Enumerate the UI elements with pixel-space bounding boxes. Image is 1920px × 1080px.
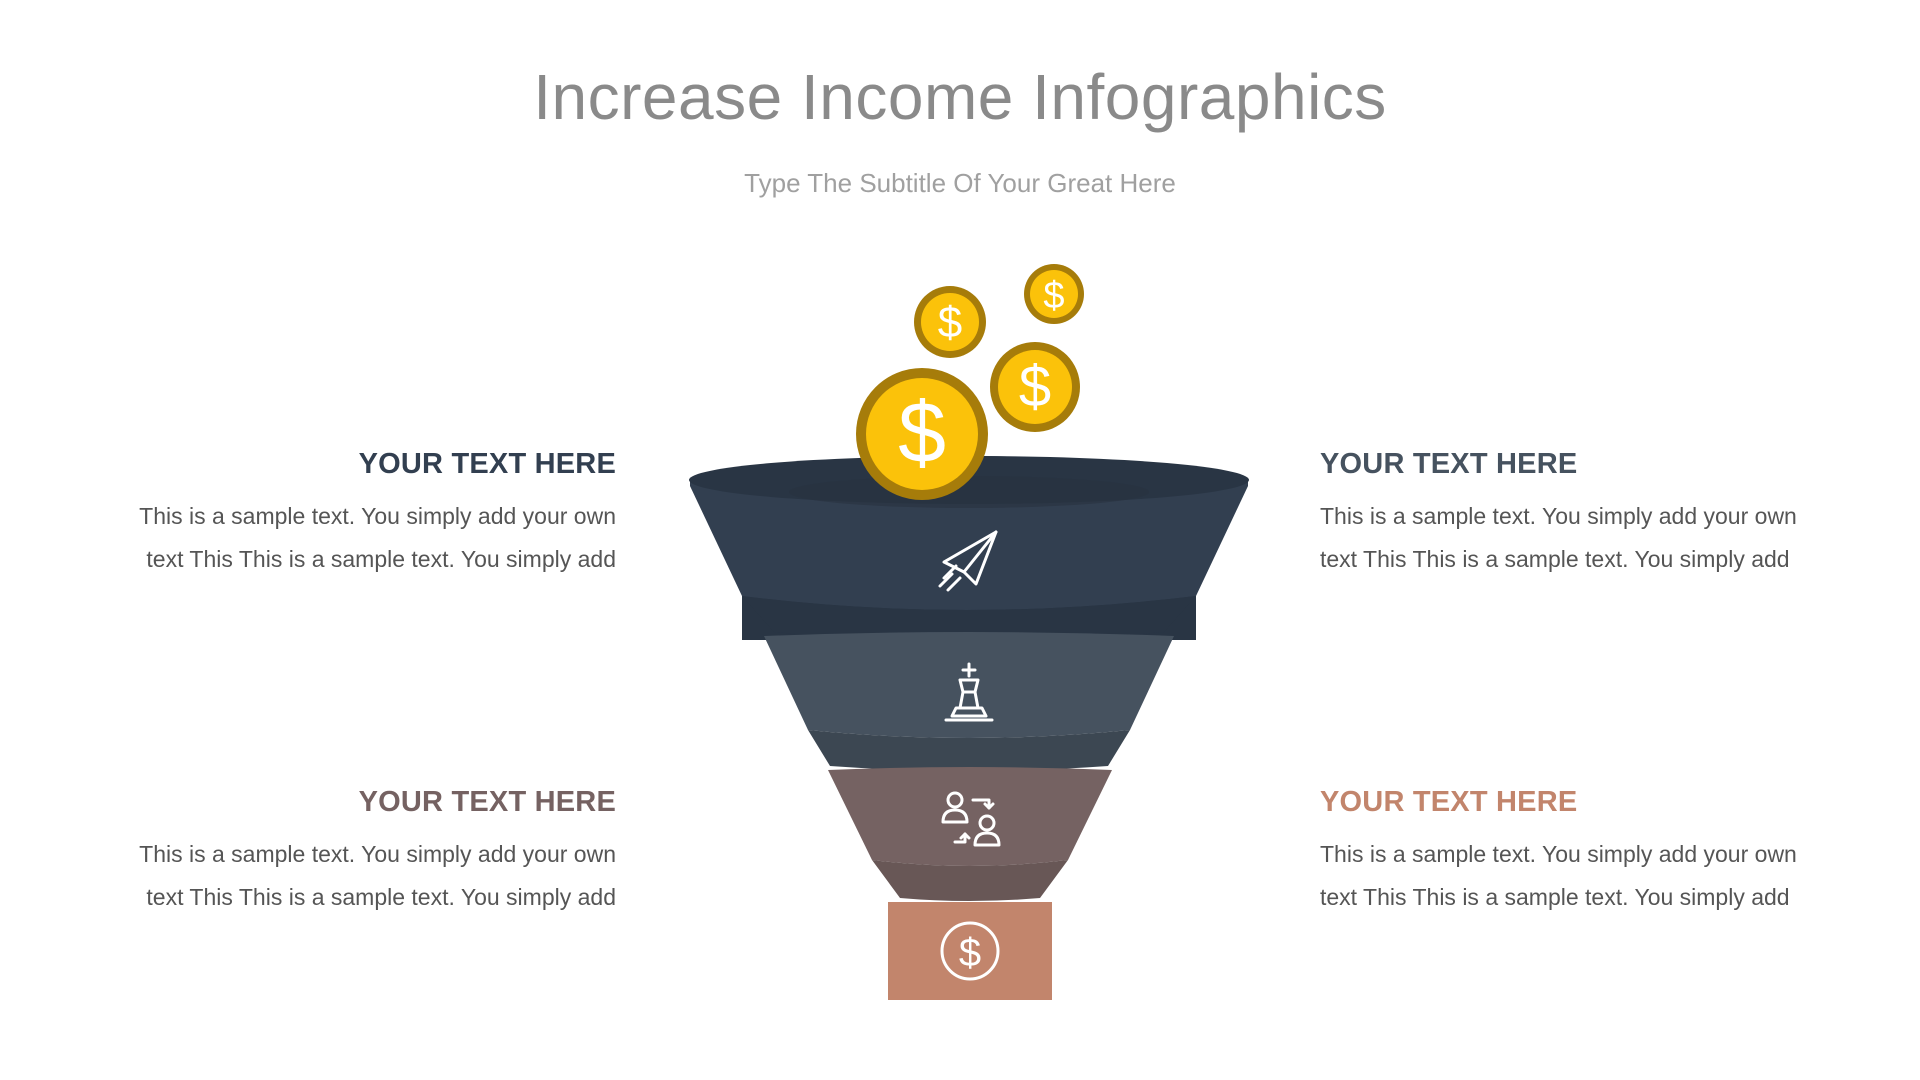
coin-large: $ — [856, 368, 988, 500]
coin-symbol: $ — [1019, 354, 1051, 419]
block-body-line-2: text This This is a sample text. You sim… — [1320, 546, 1790, 572]
funnel-base — [888, 902, 1052, 1000]
block-body-line-2: text This This is a sample text. You sim… — [146, 884, 616, 910]
coin-symbol: $ — [938, 298, 962, 347]
text-block-bottom-left: YOUR TEXT HERE This is a sample text. Yo… — [96, 786, 616, 919]
block-body-line-1: This is a sample text. You simply add yo… — [139, 503, 616, 529]
paper-plane-icon — [938, 530, 998, 592]
coin-symbol: $ — [1043, 275, 1064, 317]
page-title: Increase Income Infographics — [533, 61, 1387, 133]
block-heading: YOUR TEXT HERE — [358, 448, 616, 480]
text-block-bottom-right: YOUR TEXT HERE This is a sample text. Yo… — [1320, 786, 1840, 919]
text-block-top-left: YOUR TEXT HERE This is a sample text. Yo… — [96, 448, 616, 581]
user-exchange-icon — [941, 791, 1001, 847]
coin-small-right: $ — [1024, 264, 1084, 324]
block-heading: YOUR TEXT HERE — [1320, 786, 1578, 818]
block-body-line-2: text This This is a sample text. You sim… — [146, 546, 616, 572]
page-subtitle: Type The Subtitle Of Your Great Here — [744, 168, 1176, 198]
block-body-line-1: This is a sample text. You simply add yo… — [139, 841, 616, 867]
block-body-line-1: This is a sample text. You simply add yo… — [1320, 503, 1797, 529]
dollar-icon-glyph: $ — [959, 931, 981, 975]
text-block-top-right: YOUR TEXT HERE This is a sample text. Yo… — [1320, 448, 1840, 581]
block-heading: YOUR TEXT HERE — [1320, 448, 1578, 480]
chess-king-icon — [944, 662, 994, 722]
funnel-level-2 — [764, 632, 1174, 771]
coin-small-left: $ — [914, 286, 986, 358]
dollar-circle-icon: $ — [940, 921, 1000, 981]
funnel-level-1 — [689, 456, 1249, 641]
block-body-line-2: text This This is a sample text. You sim… — [1320, 884, 1790, 910]
block-heading: YOUR TEXT HERE — [358, 786, 616, 818]
coin-symbol: $ — [898, 385, 946, 481]
coin-medium: $ — [990, 342, 1080, 432]
funnel-level-3 — [828, 767, 1112, 901]
block-body-line-1: This is a sample text. You simply add yo… — [1320, 841, 1797, 867]
